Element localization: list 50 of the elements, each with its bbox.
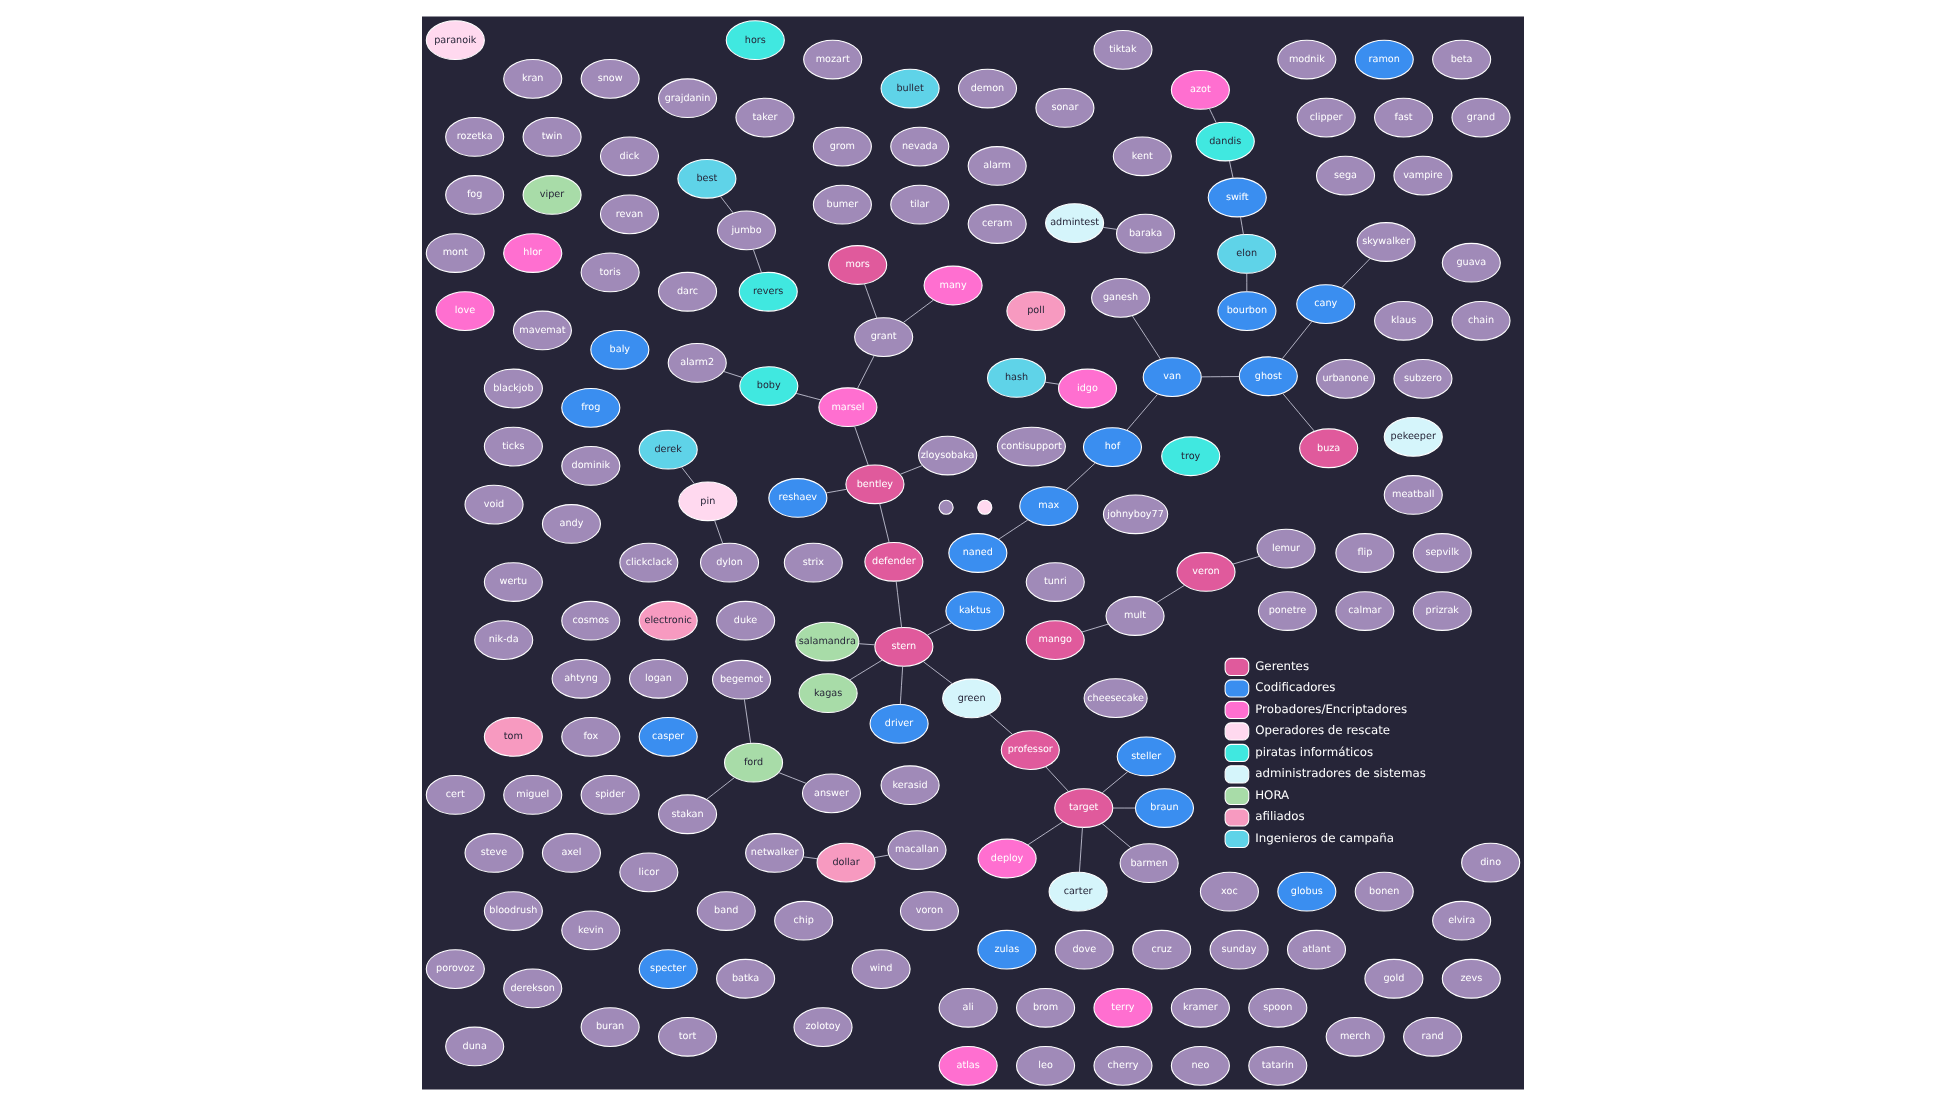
connector [723, 370, 743, 378]
connector [927, 622, 953, 636]
connector [858, 643, 876, 646]
connector [1155, 584, 1186, 604]
connector [719, 195, 734, 214]
connector [988, 713, 1014, 736]
connector [778, 772, 807, 784]
connector [1101, 822, 1132, 849]
connector [1045, 766, 1069, 792]
connector [864, 283, 878, 319]
connector [795, 392, 822, 401]
connector [1281, 320, 1313, 360]
connector [1341, 258, 1371, 289]
connector [1101, 771, 1129, 794]
connector [1282, 392, 1315, 432]
connector [1044, 381, 1060, 385]
connector [1027, 821, 1064, 846]
connector [706, 777, 735, 800]
connector [802, 856, 818, 860]
connector [1079, 827, 1083, 873]
connector [1229, 160, 1234, 179]
connector [854, 426, 869, 466]
connector [899, 666, 904, 705]
connector [895, 580, 903, 628]
connector [681, 466, 695, 485]
connector [743, 698, 752, 744]
connector [752, 249, 762, 274]
connector [874, 854, 889, 858]
connector [1208, 107, 1217, 124]
node-circle [977, 499, 993, 515]
connector [714, 519, 724, 545]
connector [825, 488, 848, 494]
connector [1246, 273, 1248, 293]
connector [1240, 216, 1244, 235]
connector [1065, 462, 1096, 491]
connector [1201, 376, 1240, 378]
connector [856, 355, 875, 390]
node-circle [938, 499, 954, 515]
connector [879, 503, 890, 544]
connector [1232, 555, 1260, 565]
connector [1131, 315, 1161, 360]
connector [1102, 226, 1118, 230]
connector [1112, 807, 1136, 809]
connector [998, 519, 1029, 540]
connector [849, 659, 883, 681]
connector [922, 661, 953, 685]
connector [899, 465, 924, 475]
connector [902, 299, 934, 323]
connector [1081, 623, 1109, 633]
connector [1126, 393, 1158, 431]
